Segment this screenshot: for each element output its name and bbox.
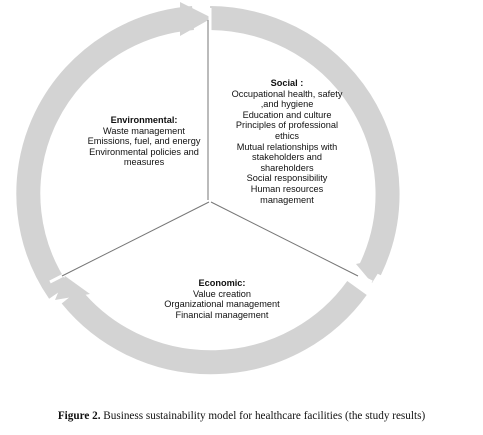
- separator-right: [210, 201, 359, 277]
- ring-arc-social: [209, 6, 400, 276]
- figure-caption: Figure 2. Business sustainability model …: [0, 410, 483, 423]
- ring-arc-environmental: [16, 6, 194, 299]
- economic-item: Value creation: [192, 288, 252, 299]
- ring-arc-economic: [61, 280, 367, 375]
- economic-item: Organizational management: [164, 299, 280, 310]
- social-item: Human resources management: [250, 183, 324, 205]
- divider-right: [209, 198, 373, 284]
- arrowhead-left: [55, 276, 90, 300]
- economic-heading: Economic:: [198, 278, 246, 288]
- environmental-item: Emissions, fuel, and energy: [87, 136, 201, 147]
- economic-block: Economic: Value creation Organizational …: [138, 278, 306, 320]
- social-block: Social : Occupational health, safety ,an…: [226, 78, 348, 205]
- social-item: Principles of professional ethics: [235, 120, 339, 141]
- environmental-item: Waste management: [103, 125, 185, 136]
- environmental-heading: Environmental:: [110, 115, 178, 125]
- figure-caption-text: Business sustainability model for health…: [100, 410, 426, 422]
- economic-item: Financial management: [175, 309, 269, 320]
- social-heading: Social :: [270, 78, 304, 88]
- figure-label: Figure 2.: [57, 410, 101, 422]
- environmental-block: Environmental: Waste management Emission…: [78, 115, 210, 168]
- environmental-item: Environmental policies and measures: [89, 146, 199, 168]
- arrowhead-top: [180, 2, 212, 36]
- social-item: Social responsibility: [246, 173, 328, 184]
- separator-left: [61, 201, 210, 277]
- social-item: Education and culture: [242, 109, 332, 120]
- social-item: Occupational health, safety ,and hygiene: [231, 88, 343, 110]
- social-item: Mutual relationships with stakeholders a…: [236, 141, 338, 173]
- arrowhead-right: [356, 257, 388, 283]
